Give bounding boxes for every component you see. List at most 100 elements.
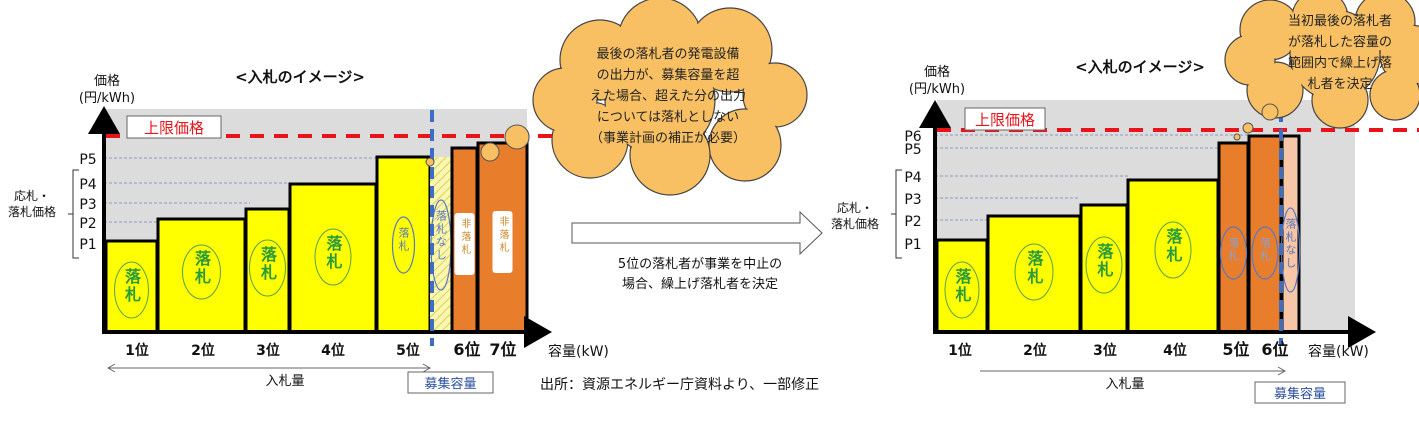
bar-rank-6 [1247,134,1283,334]
lose-label: 非落札 [497,216,509,255]
win-label-char: 落札 [1164,227,1184,264]
price-group-label: 落札価格 [831,216,879,231]
win-label: 落札 [1259,237,1272,263]
recruit-capacity-box [407,371,494,394]
price-cap-label: 上限価格 [144,119,204,137]
rank-label: 6位 [453,340,480,359]
thought-bubble [480,142,500,162]
transition-arrow [571,210,823,256]
price-tick-label: P3 [904,192,921,208]
transition-text: 場合、繰上げ落札者を決定 [622,277,778,292]
win-ellipse [391,216,416,274]
win-label-char: 落札 [258,245,278,282]
lose-label-box [492,211,513,273]
rank-label: 6位 [1261,340,1288,359]
cloud-text-line: （事業計画の補正が必要） [590,130,746,146]
cloud-fill [1291,11,1379,99]
price-tick-label: P2 [904,214,921,230]
price-tick-label: P3 [79,197,96,213]
cloud-text-line: 最後の落札者の発電設備 [596,46,739,62]
cloud-fill [1381,26,1419,84]
cloud-text-line: 当初最後の落札者 [1288,14,1392,29]
transition-text: 5位の落札者が事業を中止の [618,256,782,272]
bid-volume-label: 入札量 [1105,377,1144,392]
price-tick-label: P2 [79,216,96,232]
rank-label: 2位 [191,342,215,359]
x-axis-label: 容量(kW) [548,343,609,360]
thought-bubble [504,124,530,150]
price-tick-label: P1 [79,237,96,253]
bar-rank-2 [156,217,247,334]
cloud-text-line: えた場合、超えた分の出力 [590,89,746,104]
lose-label: 非落札 [459,218,471,257]
thought-cloud: 最後の落札者の発電設備の出力が、募集容量を超えた場合、超えた分の出力については落… [425,0,808,196]
win-ellipse [1085,236,1123,294]
cloud-text-line: の出力が、募集容量を超 [597,67,740,83]
price-group-label: 応札・ [837,201,873,215]
win-ellipse [314,228,352,286]
price-group-label: 応札・ [14,189,50,203]
price-range-brace [891,169,902,259]
rank-label: 5位 [396,342,420,359]
left-chart: 最後の落札者の発電設備の出力が、募集容量を超えた場合、超えた分の出力については落… [8,0,808,394]
rank-label: 5位 [1222,340,1249,359]
cloud-text-line: が落札した容量の [1288,34,1392,50]
win-ellipse [182,244,221,300]
rank-label: 1位 [125,342,149,359]
win-label: 落札 [1227,237,1240,263]
cloud-text-line: については落札としない [597,110,739,125]
win-label-char: 落札 [1025,249,1045,286]
win-label-char: 落札 [324,234,344,271]
price-tick-label: P4 [79,177,96,193]
cloud-fill [1226,36,1274,84]
price-range-brace [68,169,79,259]
price-cap-label: 上限価格 [975,111,1035,129]
thought-bubble [1233,133,1241,141]
no-win-label: 落札なし [435,210,448,262]
price-group-label: 落札価格 [8,204,56,219]
thought-bubble [1261,103,1279,121]
win-ellipse [114,261,149,319]
price-tick-label: P1 [904,237,921,253]
bar-rank-4 [1126,178,1220,334]
cloud-fill [1371,71,1419,119]
rank-label: 4位 [321,342,345,359]
source-note: 出所：資源エネルギー庁資料より、一部修正 [540,377,819,393]
recruit-capacity-box [1254,381,1346,404]
rank-label: 4位 [1163,342,1187,359]
win-label-char: 落札 [122,267,142,304]
win-ellipse [944,261,980,319]
lose-label-box [454,213,475,275]
recruit-capacity-label: 募集容量 [1274,386,1326,402]
bar-rank-3 [244,207,291,334]
win-label: 落札 [397,227,410,253]
cloud-text-line: 札者を決定 [1307,77,1372,92]
cloud-fill [689,9,771,91]
price-tick-label: P5 [904,142,921,158]
rank-label: 3位 [256,342,280,359]
y-axis-unit: (円/kWh) [909,82,965,97]
cloud-fill [744,64,806,126]
bid-volume-label: 入札量 [265,374,304,389]
chart-title: <入札のイメージ> [1075,58,1205,76]
bar-rank-4 [288,182,378,334]
bar-rank-6 [430,157,452,332]
rank-label: 1位 [948,342,972,359]
no-win-label: 落札なし [1284,218,1297,270]
cloud-fill [534,69,596,131]
win-label-char: 落札 [953,267,973,304]
thought-bubble [1242,122,1254,134]
recruit-capacity-label: 募集容量 [424,376,476,392]
cloud-fill [606,46,714,154]
win-ellipse [1014,243,1054,301]
cloud-fill [710,110,780,180]
price-cap-label-box [964,107,1046,131]
thought-bubble [425,157,435,167]
price-tick-label: P6 [904,129,921,145]
win-label-char: 落札 [192,249,212,286]
y-axis-unit: (円/kWh) [79,91,135,106]
win-ellipse [1219,226,1248,280]
x-axis-label: 容量(kW) [1308,343,1369,360]
